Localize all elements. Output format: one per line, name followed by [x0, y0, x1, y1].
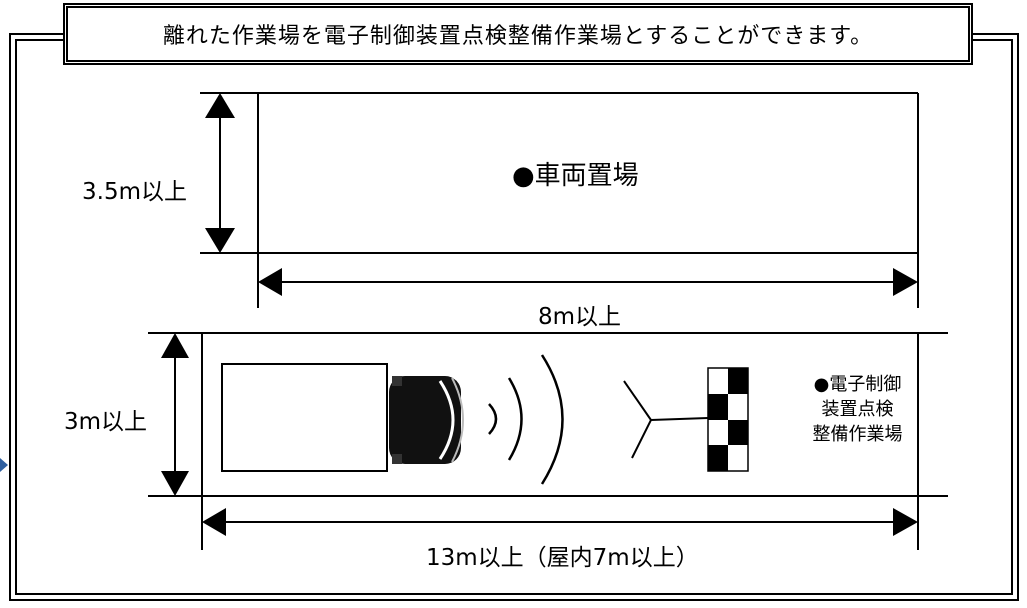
title-banner: 離れた作業場を電子制御装置点検整備作業場とすることができます。 [63, 3, 973, 65]
inspection-depth-arrow [161, 333, 189, 496]
outer-frame [9, 33, 1019, 601]
inspection-depth-label: 3m以上 [64, 409, 148, 435]
vehicle-depth-arrow [205, 93, 235, 253]
inspection-area-label-line: 整備作業場 [812, 424, 903, 445]
inspection-width-arrow [202, 508, 918, 536]
inspection-area-label-line: ●電子制御 [813, 374, 902, 395]
edge-mark-icon [0, 458, 8, 472]
inspection-area-drawing [148, 332, 948, 550]
title-text: 離れた作業場を電子制御装置点検整備作業場とすることができます。 [162, 24, 874, 49]
vehicle-width-label: 8m以上 [538, 304, 622, 330]
vehicle-depth-label: 3.5m以上 [82, 179, 187, 205]
calibration-target-icon [623, 367, 749, 472]
radar-wave-icon [488, 354, 564, 485]
vehicle-width-arrow [258, 268, 918, 296]
vehicle-area-label: ●車両置場 [512, 161, 639, 191]
truck-icon [221, 363, 464, 472]
inspection-width-label: 13m以上（屋内7m以上） [426, 545, 699, 571]
vehicle-area-drawing [200, 92, 919, 308]
inspection-area-label: ●電子制御 装置点検 整備作業場 [770, 372, 945, 447]
inspection-area-label-line: 装置点検 [821, 399, 894, 420]
